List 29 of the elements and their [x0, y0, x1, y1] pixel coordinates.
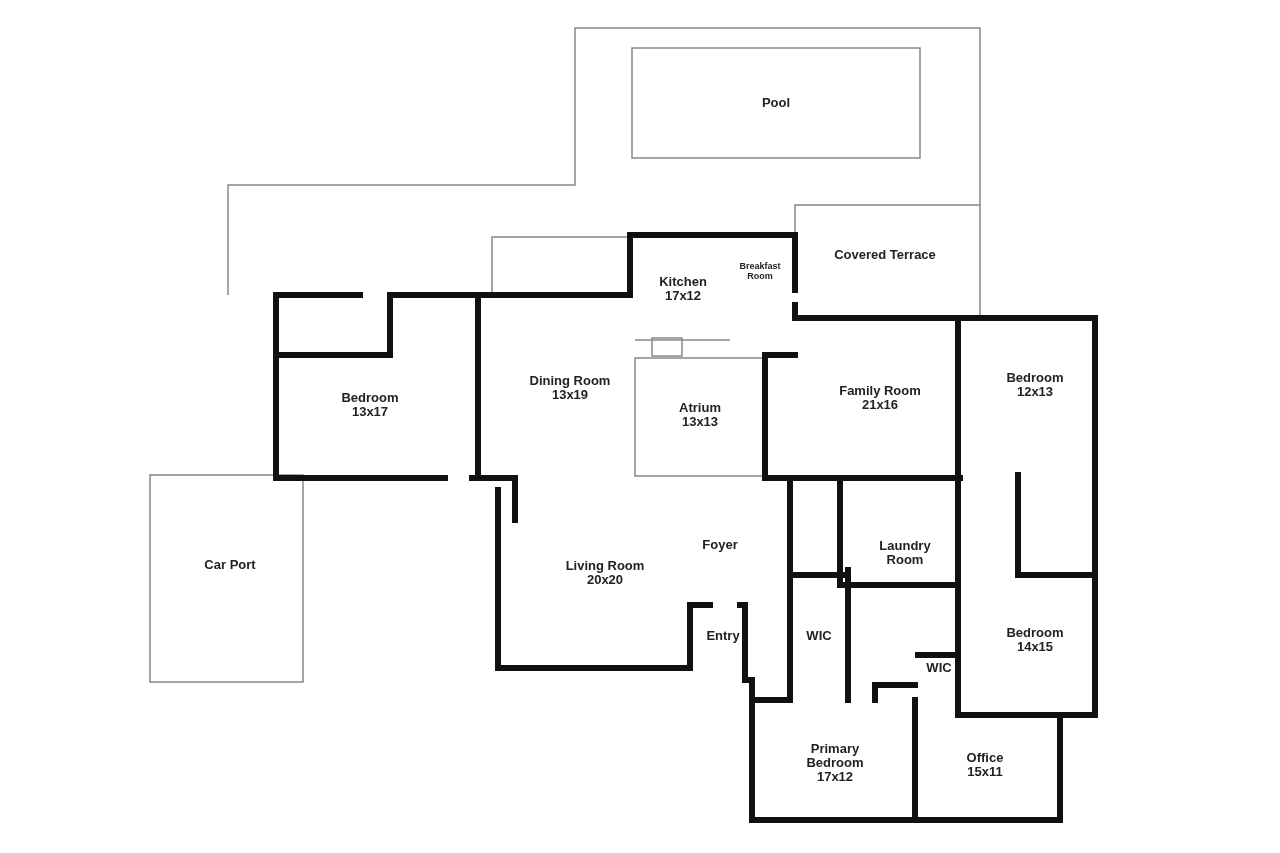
room-name: WIC [926, 661, 952, 675]
room-name: Laundry Room [878, 539, 932, 567]
room-name: Entry [706, 629, 740, 643]
room-name: WIC [806, 629, 832, 643]
room-name: Foyer [702, 538, 738, 552]
room-name: Primary Bedroom [805, 742, 865, 770]
room-name: Office [966, 751, 1004, 765]
room-dimensions: 15x11 [967, 765, 1003, 779]
room-dimensions: 21x16 [861, 398, 899, 412]
room-name: Bedroom [1006, 626, 1064, 640]
room-name: Kitchen [659, 275, 707, 289]
room-dimensions: 14x15 [1016, 640, 1054, 654]
room-name: Bedroom [341, 391, 399, 405]
room-name: Living Room [565, 559, 645, 573]
room-name: Family Room [839, 384, 921, 398]
room-name: Dining Room [529, 374, 611, 388]
room-dimensions: 13x13 [681, 415, 719, 429]
room-dimensions: 12x13 [1016, 385, 1054, 399]
room-dimensions: 13x19 [551, 388, 589, 402]
room-name: Pool [761, 96, 791, 110]
room-dimensions: 17x12 [816, 770, 854, 784]
room-dimensions: 13x17 [351, 405, 389, 419]
room-dimensions: 20x20 [586, 573, 624, 587]
room-name: Covered Terrace [834, 248, 936, 262]
room-name: Atrium [679, 401, 721, 415]
room-name: Bedroom [1006, 371, 1064, 385]
room-name: Car Port [204, 558, 256, 572]
room-dimensions: 17x12 [664, 289, 702, 303]
room-name: Breakfast Room [738, 261, 782, 281]
